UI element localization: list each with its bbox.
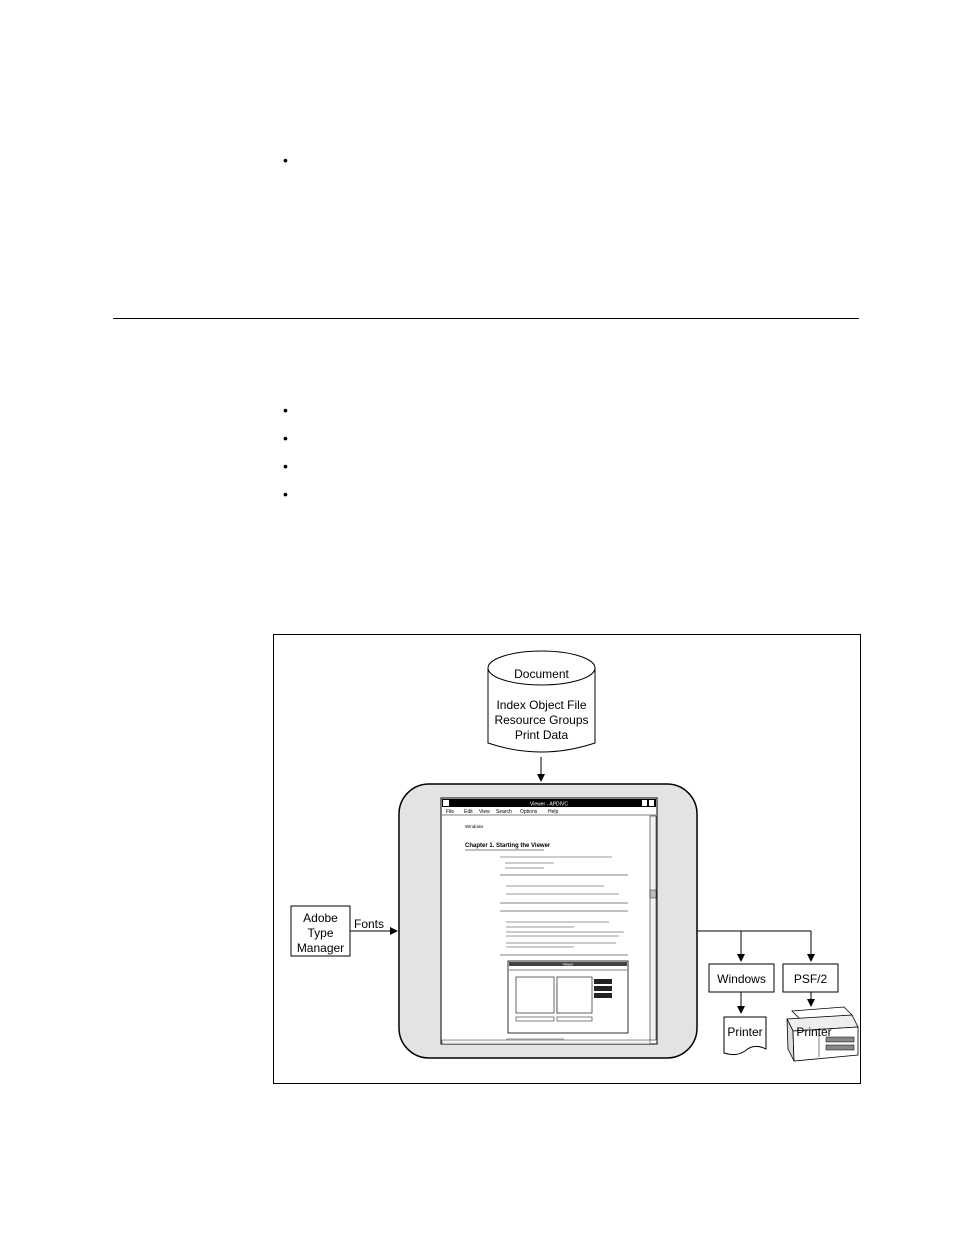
horizontal-scrollbar [441,1039,651,1045]
menu-file: File [446,809,454,815]
dialog-title: Viewer [563,963,574,967]
page-header: Windows [465,824,484,829]
bullet-marker: • [283,486,288,502]
menu-help: Help [548,809,559,815]
printer-device-icon: Printer [786,1006,859,1062]
page-heading: Chapter 1. Starting the Viewer [465,843,551,849]
vertical-scrollbar [649,815,657,1041]
windows-box: Windows [708,963,775,993]
adobe-type-manager-box: Adobe Type Manager [290,905,351,957]
viewer-architecture-figure: Document Index Object File Resource Grou… [273,634,861,1084]
window-titlebar [442,799,656,807]
adobe-line-3: Manager [297,941,344,955]
document-line-1: Index Object File [496,698,586,712]
output-connector [697,930,815,962]
adobe-line-1: Adobe [303,911,338,925]
psf2-label: PSF/2 [794,972,828,986]
printer-right-label: Printer [796,1025,831,1039]
page-body-text [500,856,628,956]
printer-page-icon: Printer [723,1016,767,1056]
psf2-box: PSF/2 [782,963,839,993]
document-line-3: Print Data [515,728,569,742]
menu-edit: Edit [464,809,473,815]
menu-view: View [479,809,490,815]
embedded-dialog: Viewer [506,960,629,1040]
bullet-marker: • [283,458,288,474]
menu-options: Options [520,809,538,815]
section-divider [113,318,859,319]
printer-left-label: Printer [727,1025,762,1039]
windows-label: Windows [717,972,766,986]
window-title: Viewer - APDIVC [530,802,568,808]
bullet-marker: • [283,152,288,168]
document-title: Document [514,667,569,681]
adobe-line-2: Type [307,926,333,940]
fonts-label: Fonts [354,917,384,931]
menu-search: Search [496,809,512,815]
bullet-marker: • [283,402,288,418]
bullet-marker: • [283,430,288,446]
document-line-2: Resource Groups [494,713,588,727]
viewer-window: Viewer - APDIVC File Edit View Search Op… [440,797,658,1045]
document-cylinder: Document Index Object File Resource Grou… [487,650,596,753]
